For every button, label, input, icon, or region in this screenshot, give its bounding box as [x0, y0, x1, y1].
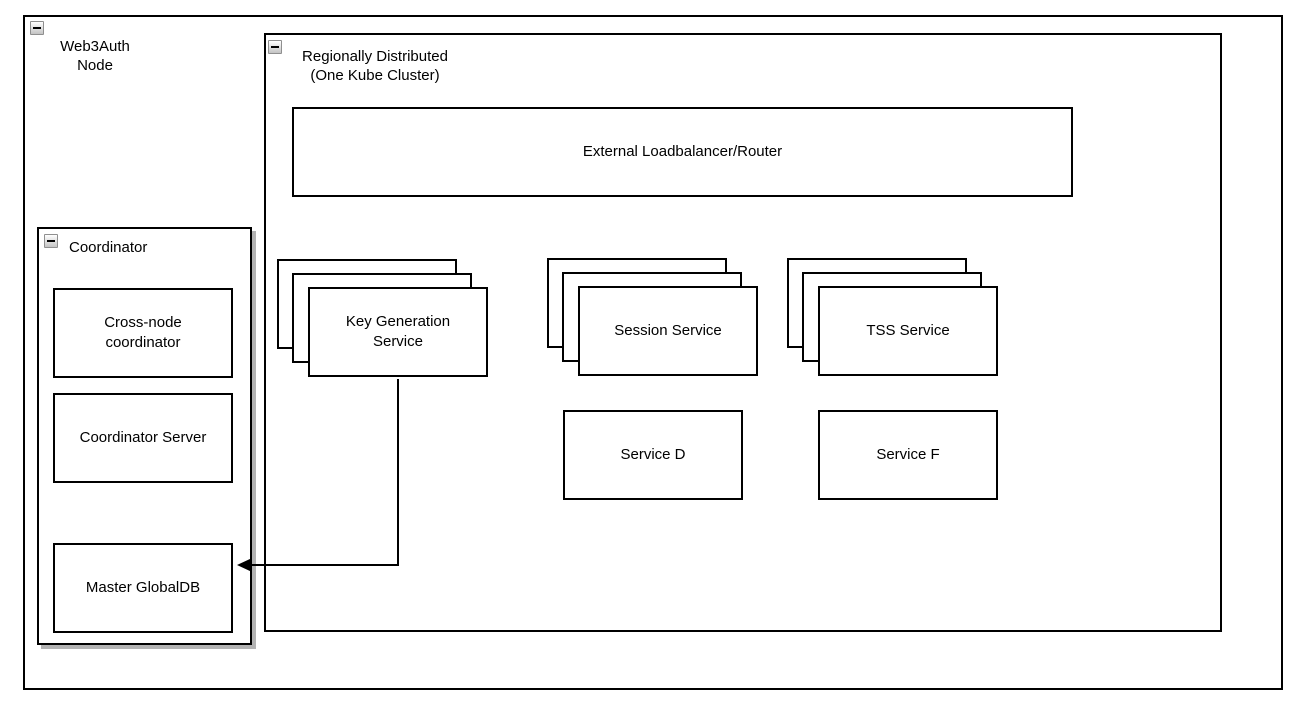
- box-external-loadbalancer[interactable]: External Loadbalancer/Router: [292, 107, 1073, 197]
- collapse-minus-icon[interactable]: [268, 40, 282, 54]
- container-label-web3auth-node: Web3Auth Node: [60, 38, 130, 74]
- box-label: Service F: [876, 446, 940, 463]
- box-service-d[interactable]: Service D: [563, 410, 743, 500]
- minus-glyph: [47, 240, 55, 242]
- box-tss-service[interactable]: TSS Service: [818, 286, 998, 376]
- stack-tss-service: TSS Service: [787, 258, 1002, 380]
- box-label: TSS Service: [866, 322, 950, 339]
- edge-line[interactable]: [250, 379, 399, 566]
- box-label: Master GlobalDB: [85, 579, 201, 596]
- arrowhead-icon: [237, 558, 251, 572]
- container-label-coordinator: Coordinator: [69, 239, 148, 256]
- box-session-service[interactable]: Session Service: [578, 286, 758, 376]
- stack-session-service: Session Service: [547, 258, 762, 380]
- box-label: Service D: [620, 446, 686, 463]
- minus-glyph: [33, 27, 41, 29]
- box-master-globaldb[interactable]: Master GlobalDB: [53, 543, 233, 633]
- box-label: Key Generation Service: [345, 313, 451, 350]
- container-label-regionally-distributed: Regionally Distributed (One Kube Cluster…: [302, 48, 448, 84]
- collapse-minus-icon[interactable]: [44, 234, 58, 248]
- box-label: External Loadbalancer/Router: [582, 143, 783, 160]
- box-label: Coordinator Server: [79, 429, 207, 446]
- container-coordinator[interactable]: Coordinator Cross-node coordinator Coord…: [37, 227, 252, 645]
- box-cross-node-coordinator[interactable]: Cross-node coordinator: [53, 288, 233, 378]
- minus-glyph: [271, 46, 279, 48]
- box-coordinator-server[interactable]: Coordinator Server: [53, 393, 233, 483]
- container-regionally-distributed[interactable]: Regionally Distributed (One Kube Cluster…: [264, 33, 1222, 632]
- stack-key-generation-service: Key Generation Service: [277, 259, 492, 381]
- box-key-generation-service[interactable]: Key Generation Service: [308, 287, 488, 377]
- container-web3auth-node[interactable]: Web3Auth Node Coordinator Cross-node coo…: [23, 15, 1283, 690]
- box-label: Session Service: [614, 322, 722, 339]
- box-service-f[interactable]: Service F: [818, 410, 998, 500]
- collapse-minus-icon[interactable]: [30, 21, 44, 35]
- box-label: Cross-node coordinator: [104, 314, 182, 351]
